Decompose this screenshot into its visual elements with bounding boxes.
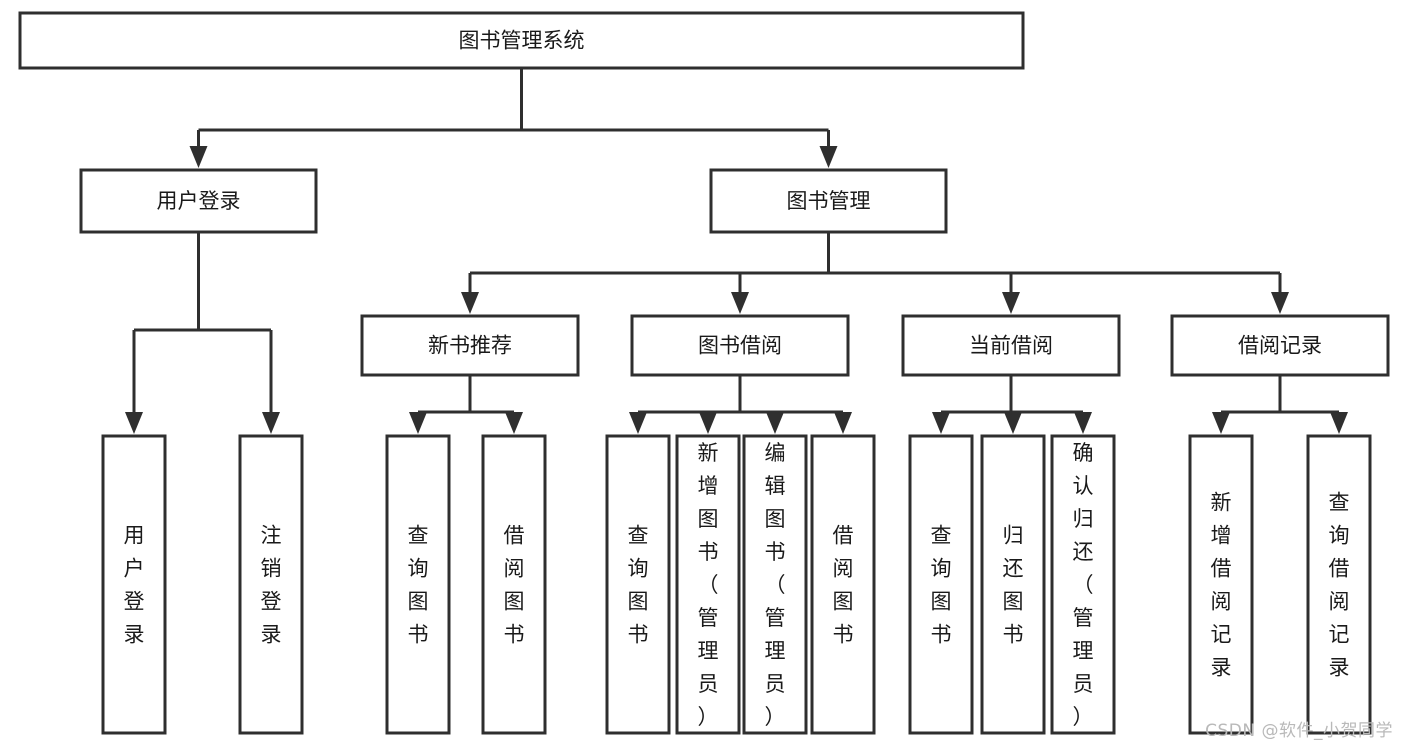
node-leaf-logout-label: 注销登录 — [261, 524, 282, 647]
node-leaf-confirm-return-label: 确认归还（管理员） — [1073, 441, 1094, 729]
leaf-new-book-rec-arrow-1 — [505, 412, 523, 434]
node-leaf-borrow-book-2-label: 借阅图书 — [833, 524, 854, 647]
node-root-box — [18, 11, 1025, 70]
connector-layer — [125, 68, 1348, 434]
node-leaf-edit-book-label: 编辑图书（管理员） — [765, 441, 786, 729]
node-root-label: 图书管理系统 — [459, 29, 585, 53]
node-leaf-borrow-book-2[interactable]: 借阅图书 — [810, 434, 876, 735]
node-leaf-confirm-return-box — [1050, 434, 1116, 735]
node-leaf-query-record-label: 查询借阅记录 — [1329, 491, 1350, 680]
leaf-book-borrow-arrow-3 — [834, 412, 852, 434]
node-book-borrow-label: 图书借阅 — [698, 334, 782, 358]
leaf-user-login-arrow-0 — [125, 412, 143, 434]
node-current-borrow-label: 当前借阅 — [969, 334, 1053, 358]
leaf-borrow-record-arrow-0 — [1212, 412, 1230, 434]
book-manage-arrow-2 — [1002, 292, 1020, 314]
node-leaf-confirm-return[interactable]: 确认归还（管理员） — [1050, 434, 1116, 735]
leaf-book-borrow-arrow-2 — [766, 412, 784, 434]
leaf-current-borrow-arrow-0 — [932, 412, 950, 434]
node-leaf-query-book-3[interactable]: 查询图书 — [908, 434, 974, 735]
node-leaf-user-login[interactable]: 用户登录 — [101, 434, 167, 735]
node-borrow-record-box — [1170, 314, 1390, 377]
node-leaf-logout[interactable]: 注销登录 — [238, 434, 304, 735]
node-leaf-user-login-box — [101, 434, 167, 735]
leaf-borrow-record-arrow-1 — [1330, 412, 1348, 434]
node-leaf-add-record-box — [1188, 434, 1254, 735]
node-leaf-add-record[interactable]: 新增借阅记录 — [1188, 434, 1254, 735]
node-leaf-return-book-box — [980, 434, 1046, 735]
node-new-book-rec[interactable]: 新书推荐 — [360, 314, 580, 377]
node-leaf-logout-box — [238, 434, 304, 735]
node-leaf-query-book-1-label: 查询图书 — [408, 524, 429, 647]
node-leaf-query-book-2-box — [605, 434, 671, 735]
node-leaf-edit-book[interactable]: 编辑图书（管理员） — [742, 434, 808, 735]
leaf-book-borrow-arrow-0 — [629, 412, 647, 434]
node-leaf-query-book-2-label: 查询图书 — [628, 524, 649, 647]
leaf-user-login-arrow-1 — [262, 412, 280, 434]
node-leaf-query-book-2[interactable]: 查询图书 — [605, 434, 671, 735]
node-leaf-query-book-3-label: 查询图书 — [931, 524, 952, 647]
leaf-current-borrow-arrow-1 — [1004, 412, 1022, 434]
node-leaf-edit-book-box — [742, 434, 808, 735]
root-arrow-0 — [189, 146, 208, 168]
node-leaf-add-book-label: 新增图书（管理员） — [698, 441, 719, 729]
node-leaf-add-book[interactable]: 新增图书（管理员） — [675, 434, 741, 735]
node-book-manage-label: 图书管理 — [787, 189, 871, 213]
node-user-login[interactable]: 用户登录 — [79, 168, 318, 234]
node-root[interactable]: 图书管理系统 — [18, 11, 1025, 70]
node-user-login-box — [79, 168, 318, 234]
node-current-borrow-box — [901, 314, 1121, 377]
node-leaf-query-record[interactable]: 查询借阅记录 — [1306, 434, 1372, 735]
node-leaf-borrow-book-2-box — [810, 434, 876, 735]
node-leaf-return-book[interactable]: 归还图书 — [980, 434, 1046, 735]
node-borrow-record-label: 借阅记录 — [1238, 334, 1322, 358]
node-borrow-record[interactable]: 借阅记录 — [1170, 314, 1390, 377]
leaf-new-book-rec-arrow-0 — [409, 412, 427, 434]
node-leaf-borrow-book-1-box — [481, 434, 547, 735]
node-current-borrow[interactable]: 当前借阅 — [901, 314, 1121, 377]
node-layer: 图书管理系统用户登录图书管理新书推荐图书借阅当前借阅借阅记录用户登录注销登录查询… — [18, 11, 1390, 735]
node-leaf-add-book-box — [675, 434, 741, 735]
node-leaf-borrow-book-1[interactable]: 借阅图书 — [481, 434, 547, 735]
book-manage-arrow-3 — [1271, 292, 1289, 314]
node-new-book-rec-box — [360, 314, 580, 377]
node-leaf-user-login-label: 用户登录 — [124, 524, 145, 647]
root-arrow-1 — [819, 146, 838, 168]
node-leaf-query-book-1[interactable]: 查询图书 — [385, 434, 451, 735]
node-book-manage-box — [709, 168, 948, 234]
node-leaf-add-record-label: 新增借阅记录 — [1211, 491, 1232, 680]
node-leaf-query-record-box — [1306, 434, 1372, 735]
node-leaf-query-book-1-box — [385, 434, 451, 735]
node-book-borrow[interactable]: 图书借阅 — [630, 314, 850, 377]
book-manage-arrow-0 — [461, 292, 479, 314]
node-book-manage[interactable]: 图书管理 — [709, 168, 948, 234]
leaf-book-borrow-arrow-1 — [699, 412, 717, 434]
book-manage-arrow-1 — [731, 292, 749, 314]
node-leaf-query-book-3-box — [908, 434, 974, 735]
node-new-book-rec-label: 新书推荐 — [428, 334, 512, 358]
node-leaf-borrow-book-1-label: 借阅图书 — [504, 524, 525, 647]
node-user-login-label: 用户登录 — [157, 189, 241, 213]
node-leaf-return-book-label: 归还图书 — [1003, 524, 1024, 647]
leaf-current-borrow-arrow-2 — [1074, 412, 1092, 434]
node-book-borrow-box — [630, 314, 850, 377]
watermark-text: CSDN @软件_小贺同学 — [1205, 721, 1393, 741]
